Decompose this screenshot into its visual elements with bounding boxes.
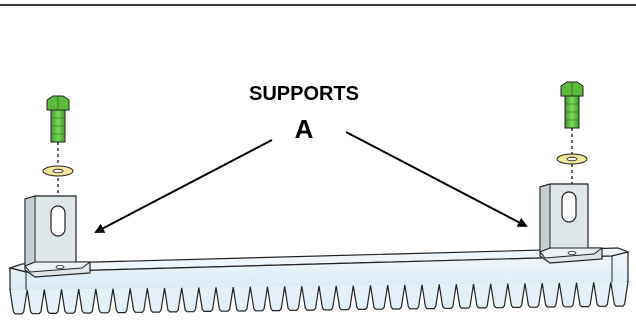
bracket-icon <box>24 195 92 278</box>
arrow-to-right-support <box>345 131 528 227</box>
right-support <box>539 81 604 264</box>
washer-icon <box>42 165 74 177</box>
bracket-icon <box>539 183 604 264</box>
gear-rack-icon <box>7 247 630 315</box>
screw-icon <box>46 95 70 143</box>
supports-label: SUPPORTS <box>249 83 359 105</box>
arrow-to-left-support <box>94 139 273 233</box>
left-support <box>24 95 92 278</box>
screw-icon <box>560 81 584 129</box>
washer-icon <box>556 153 588 165</box>
supports-letter: A <box>295 114 314 144</box>
rack-teeth <box>9 281 629 315</box>
